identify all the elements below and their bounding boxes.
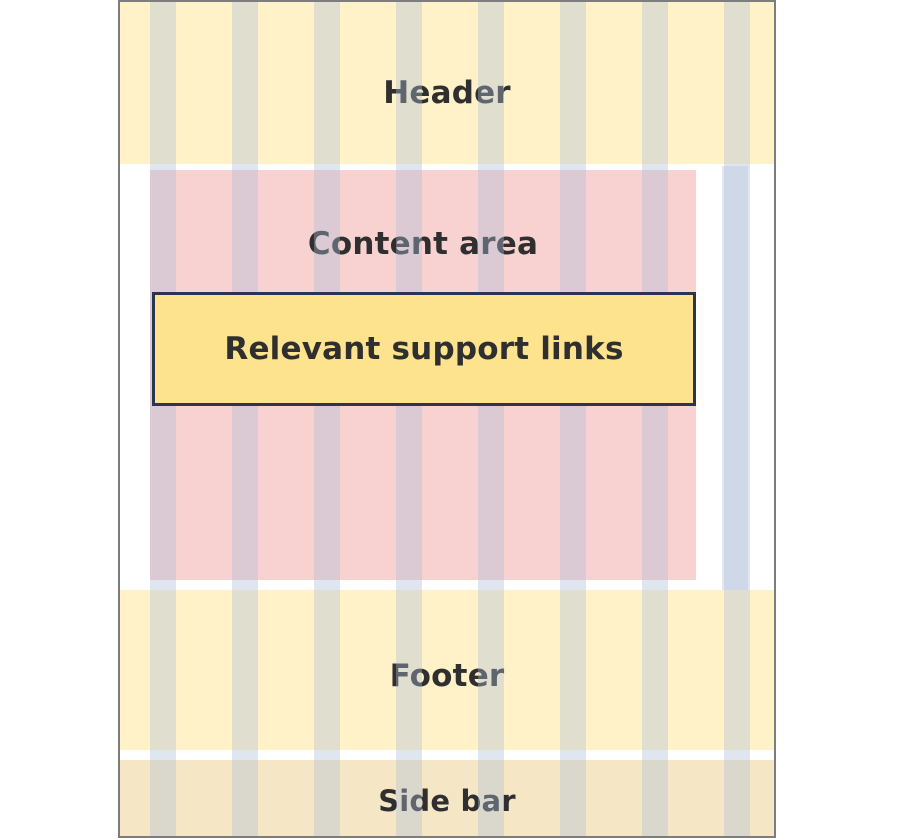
header-region: Header <box>120 2 774 164</box>
content-area-label: Content area <box>307 226 539 262</box>
footer-region: Footer <box>120 590 774 750</box>
layout-diagram-frame: Header Content area Footer Side bar Rele… <box>118 0 776 838</box>
footer-label: Footer <box>389 658 505 694</box>
side-bar-region: Side bar <box>120 760 774 836</box>
sidebar-column-indicator <box>722 166 748 590</box>
header-label: Header <box>383 75 511 111</box>
relevant-support-links-box: Relevant support links <box>152 292 696 406</box>
support-links-label: Relevant support links <box>224 331 624 367</box>
side-bar-label: Side bar <box>378 784 516 818</box>
